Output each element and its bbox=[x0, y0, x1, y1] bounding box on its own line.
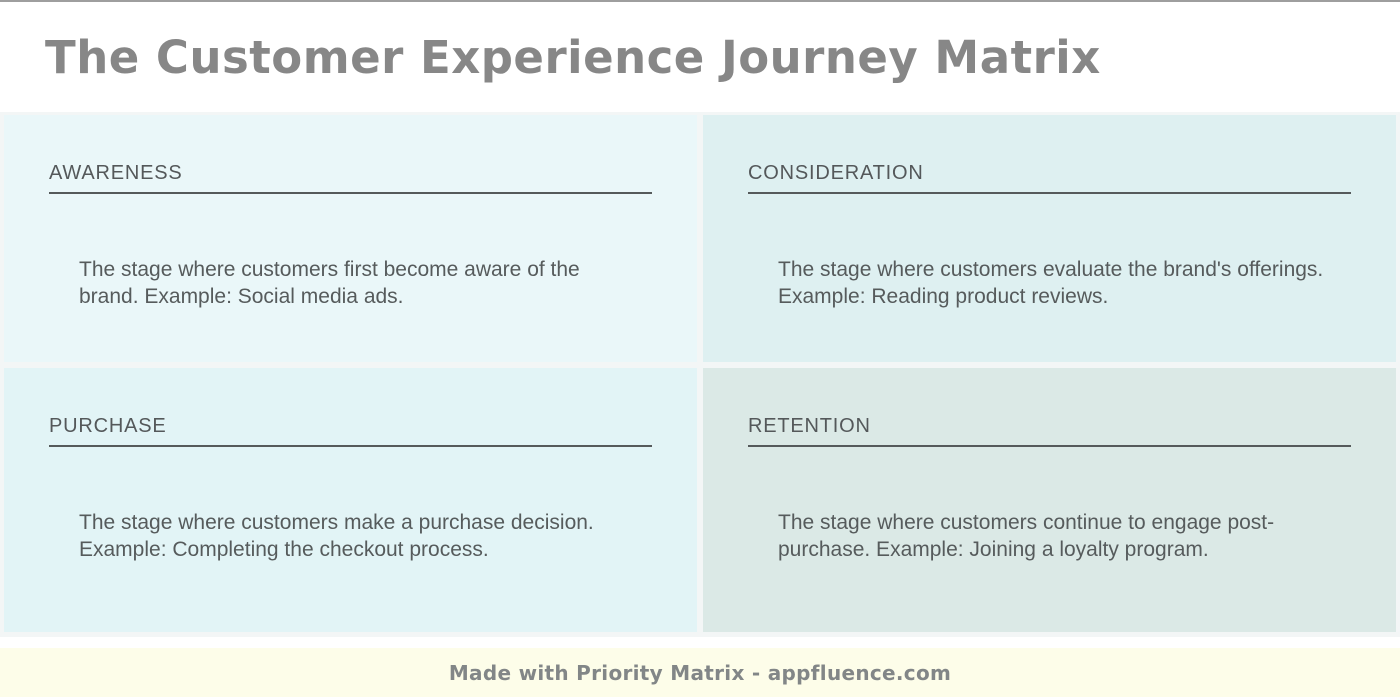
footer-gap bbox=[0, 637, 1400, 648]
quadrant-awareness-description: The stage where customers first become a… bbox=[79, 258, 580, 308]
footer-credit: Made with Priority Matrix - appfluence.c… bbox=[0, 648, 1400, 697]
quadrant-consideration-title: CONSIDERATION bbox=[748, 160, 1351, 194]
quadrant-grid: AWARENESS The stage where customers firs… bbox=[0, 112, 1400, 637]
title-band: The Customer Experience Journey Matrix bbox=[0, 2, 1400, 112]
quadrant-purchase-title: PURCHASE bbox=[49, 413, 652, 447]
quadrant-retention: RETENTION The stage where customers cont… bbox=[703, 368, 1396, 632]
quadrant-consideration-description: The stage where customers evaluate the b… bbox=[778, 258, 1324, 308]
quadrant-consideration: CONSIDERATION The stage where customers … bbox=[703, 115, 1396, 362]
quadrant-awareness-title: AWARENESS bbox=[49, 160, 652, 194]
page-title: The Customer Experience Journey Matrix bbox=[45, 30, 1101, 84]
quadrant-awareness: AWARENESS The stage where customers firs… bbox=[4, 115, 697, 362]
footer-text: Made with Priority Matrix - appfluence.c… bbox=[448, 660, 952, 685]
quadrant-retention-description: The stage where customers continue to en… bbox=[778, 511, 1275, 561]
quadrant-purchase: PURCHASE The stage where customers make … bbox=[4, 368, 697, 632]
quadrant-retention-title: RETENTION bbox=[748, 413, 1351, 447]
quadrant-purchase-description: The stage where customers make a purchas… bbox=[79, 511, 594, 561]
